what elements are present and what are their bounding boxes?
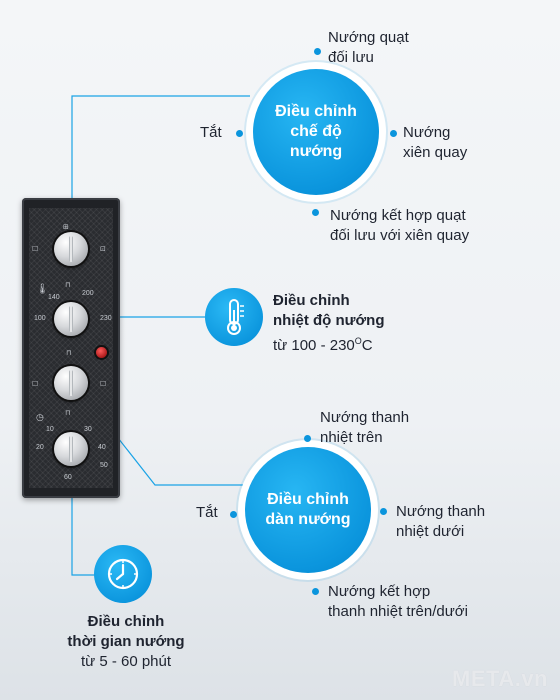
mode-option-right-line-1: Nướng [403, 124, 451, 141]
element-option-top-line-2: nhiệt trên [320, 429, 383, 446]
element-option-bottom-line-1: Nướng kết hợp [328, 583, 431, 600]
mode-title-line-1: Điều chỉnh [275, 103, 357, 120]
temp-title-line-1: Điều chỉnh [273, 292, 350, 309]
temp-range-text: từ 100 - 230 [273, 337, 355, 354]
element-option-right-line-1: Nướng thanh [396, 503, 486, 520]
mode-connector-line [71, 95, 250, 244]
thermometer-small-icon: 🌡 [36, 284, 49, 295]
timer-label: Điều chỉnh thời gian nướng từ 5 - 60 phú… [56, 612, 196, 672]
oven-control-panel: ☐ ⊡ ⊞ ⊓ 🌡 140 200 100 230 ⊓ ☐ ☐ ◷ ⊓ 10 3… [22, 198, 120, 498]
mode-bottom-dot [312, 209, 319, 216]
mode-knob[interactable] [54, 232, 88, 266]
element-title-line-1: Điều chỉnh [267, 491, 349, 508]
timer-tick-1: 10 [46, 426, 54, 433]
temp-unit: C [361, 337, 373, 354]
element-left-dot [230, 511, 237, 518]
element-icon-top: ⊓ [66, 350, 72, 357]
timer-tick-2: 30 [84, 426, 92, 433]
mode-option-bottom-line-2: đối lưu với xiên quay [330, 227, 470, 244]
mode-option-left: Tắt [200, 124, 222, 141]
timer-tick-4: 40 [98, 444, 106, 451]
timer-title-line-2: thời gian nướng [67, 633, 185, 650]
element-option-top-line-1: Nướng thanh [320, 409, 410, 426]
mode-icon-right: ⊡ [100, 246, 106, 253]
temp-label: Điều chỉnh nhiệt độ nướng từ 100 - 230OC [273, 291, 385, 356]
timer-connector-line [71, 463, 98, 576]
mode-option-right-line-2: xiên quay [403, 144, 468, 161]
temp-range: từ 100 - 230OC [273, 331, 385, 356]
timer-tick-6: 60 [64, 474, 72, 481]
mode-icon-bottom: ⊓ [65, 282, 71, 289]
temp-title-line-2: nhiệt độ nướng [273, 312, 385, 329]
heating-element-knob[interactable] [54, 366, 88, 400]
mode-option-top: Nướng quạt đối lưu [328, 28, 409, 68]
thermometer-icon [205, 288, 263, 346]
element-title-line-2: dàn nướng [265, 511, 351, 528]
timer-title-line-1: Điều chỉnh [87, 613, 165, 630]
mode-option-top-line-2: đối lưu [328, 49, 374, 66]
mode-option-top-line-1: Nướng quạt [328, 29, 409, 46]
thermometer-glyph [227, 299, 244, 335]
element-icon-right: ☐ [100, 381, 107, 388]
temp-unit-sup: O [354, 336, 362, 346]
mode-title-line-3: nướng [289, 143, 343, 160]
clock-glyph [107, 558, 139, 590]
mode-left-dot [236, 130, 243, 137]
mode-icon-left: ☐ [32, 246, 39, 253]
brand-logo: META.vn [452, 666, 548, 691]
mode-option-bottom: Nướng kết hợp quạt đối lưu với xiên quay [330, 206, 469, 246]
element-option-right: Nướng thanh nhiệt dưới [396, 502, 485, 542]
element-bottom-dot [312, 588, 319, 595]
temp-tick-2: 200 [82, 290, 94, 297]
timer-knob[interactable] [54, 432, 88, 466]
temp-tick-4: 230 [100, 315, 112, 322]
temp-tick-3: 100 [34, 315, 46, 322]
element-option-left: Tắt [196, 504, 218, 521]
element-right-dot [380, 508, 387, 515]
element-top-dot [304, 435, 311, 442]
mode-title-line-2: chế độ [290, 123, 342, 140]
element-option-right-line-2: nhiệt dưới [396, 523, 465, 540]
mode-option-right: Nướng xiên quay [403, 123, 467, 163]
timer-tick-5: 50 [100, 462, 108, 469]
element-option-top: Nướng thanh nhiệt trên [320, 408, 409, 448]
timer-range: từ 5 - 60 phút [80, 653, 172, 670]
mode-bubble-core: Điều chỉnh chế độ nướng [253, 69, 379, 195]
mode-top-dot [314, 48, 321, 55]
indicator-lamp [96, 347, 107, 358]
element-icon-left: ☐ [32, 381, 39, 388]
element-bubble-core: Điều chỉnh dàn nướng [245, 447, 371, 573]
mode-option-bottom-line-1: Nướng kết hợp quạt [330, 207, 466, 224]
temp-tick-1: 140 [48, 294, 60, 301]
element-option-bottom-line-2: thanh nhiệt trên/dưới [328, 603, 468, 620]
mode-right-dot [390, 130, 397, 137]
mode-icon-top: ⊞ [63, 224, 69, 231]
timer-icon-top: ⊓ [65, 410, 71, 417]
timer-tick-3: 20 [36, 444, 44, 451]
clock-icon [94, 545, 152, 603]
temperature-knob[interactable] [54, 302, 88, 336]
timer-small-icon: ◷ [36, 412, 44, 422]
element-option-bottom: Nướng kết hợp thanh nhiệt trên/dưới [328, 582, 468, 622]
